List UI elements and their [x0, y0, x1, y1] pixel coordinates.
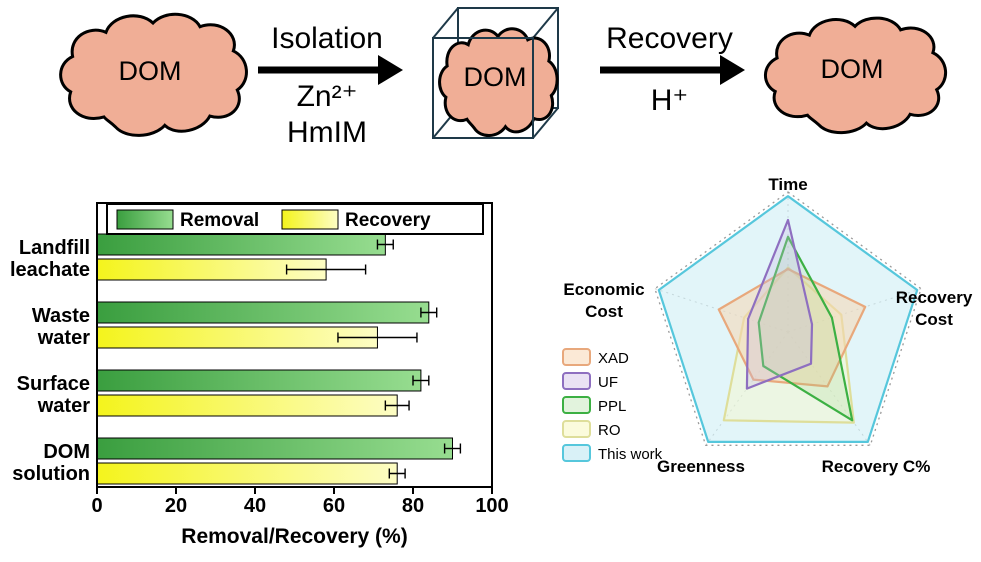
- x-tick-label: 0: [91, 495, 102, 517]
- dom-cloud-source: [61, 14, 247, 135]
- dom-label-encapsulated: DOM: [463, 62, 527, 92]
- x-axis-title: Removal/Recovery (%): [181, 525, 407, 548]
- category-label: solution: [12, 463, 90, 485]
- radar-axis-label: Cost: [585, 302, 623, 321]
- radar-legend-swatch: [562, 444, 591, 462]
- isolation-arrow-icon: [258, 55, 403, 85]
- cube-front-face: [432, 37, 534, 139]
- dom-cloud-recovered: [765, 18, 945, 133]
- radar-axis-label: Time: [768, 175, 807, 194]
- radar-series-uf: [745, 218, 814, 390]
- radar-axis-label: Recovery C%: [822, 457, 931, 476]
- radar-axis-label: Economic: [563, 280, 644, 299]
- recovery-arrow-icon: [600, 55, 745, 85]
- category-label: Waste: [32, 305, 90, 327]
- radar-legend-swatch: [562, 420, 591, 438]
- radar-legend-label: XAD: [598, 350, 629, 367]
- radar-legend-label: RO: [598, 422, 621, 439]
- isolation-reagent-hmim: HmIM: [287, 116, 367, 149]
- x-tick-label: 40: [244, 495, 266, 517]
- category-label: leachate: [10, 259, 90, 281]
- dom-label-source: DOM: [118, 56, 182, 86]
- isolation-reagent-zn: Zn²⁺: [296, 80, 358, 113]
- radar-legend-swatch: [562, 348, 591, 366]
- category-label: Landfill: [19, 237, 90, 259]
- x-tick-label: 80: [402, 495, 424, 517]
- radar-outline: [654, 191, 922, 446]
- radar-legend-swatch: [562, 372, 591, 390]
- radar-axis-label: Greenness: [657, 457, 745, 476]
- x-tick-label: 20: [165, 495, 187, 517]
- recovery-reagent-h: H⁺: [650, 84, 689, 117]
- isolation-step-title: Isolation: [271, 22, 383, 55]
- radar-legend-label: PPL: [598, 398, 626, 415]
- radar-axis-label: Recovery: [896, 288, 973, 307]
- radar-axis-label: Cost: [915, 310, 953, 329]
- dom-cloud-encapsulated: [440, 29, 558, 136]
- category-label: Surface: [17, 373, 90, 395]
- radar-legend-label: UF: [598, 374, 618, 391]
- category-label: DOM: [43, 441, 90, 463]
- plot-border: [96, 202, 493, 488]
- legend-swatch-removal: [116, 209, 174, 230]
- radar-legend-label: This work: [598, 446, 663, 463]
- x-tick-label: 60: [323, 495, 345, 517]
- radar-legend-swatch: [562, 396, 591, 414]
- x-tick-label: 100: [475, 495, 508, 517]
- category-label: water: [37, 327, 90, 349]
- category-label: water: [37, 395, 90, 417]
- legend-label-recovery: Recovery: [345, 210, 431, 231]
- legend-swatch-recovery: [281, 209, 339, 230]
- legend-label-removal: Removal: [180, 210, 259, 231]
- recovery-step-title: Recovery: [606, 22, 733, 55]
- dom-label-recovered: DOM: [820, 54, 884, 84]
